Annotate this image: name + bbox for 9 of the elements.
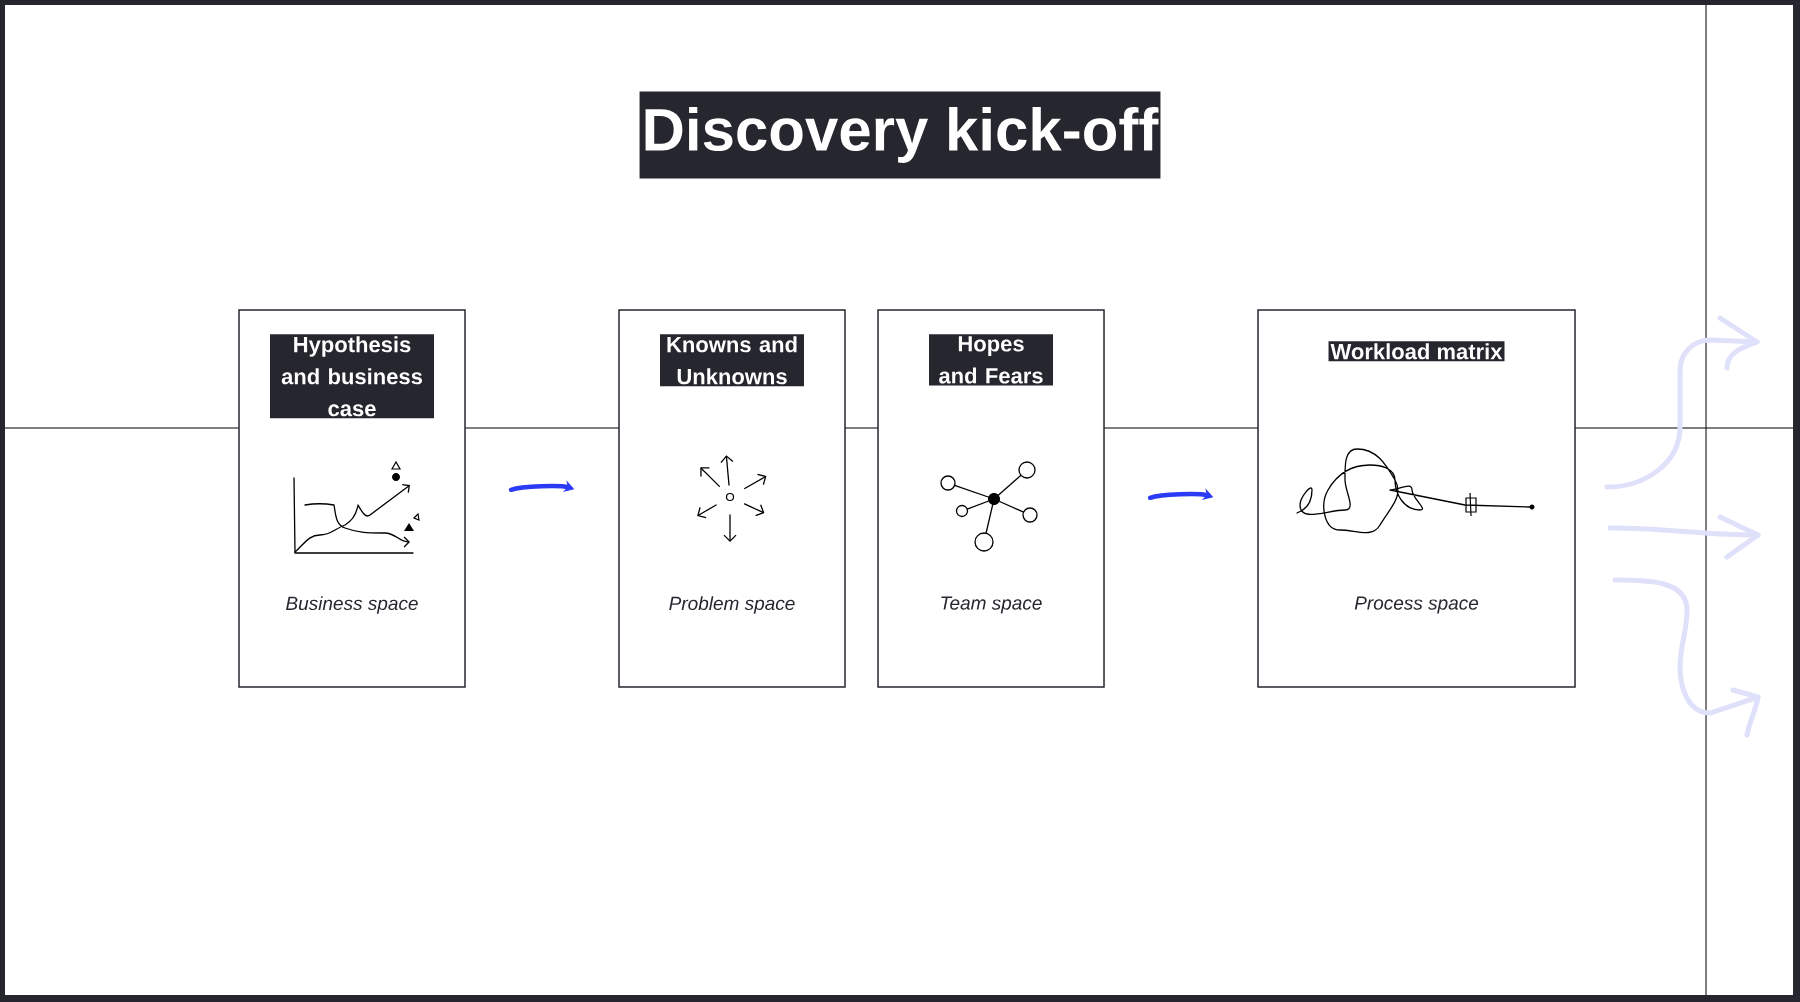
- card-heading: Workload matrix: [1328, 341, 1505, 362]
- card-heading: Hopes and Fears: [929, 334, 1053, 386]
- card-heading: Hypothesis and business case: [270, 334, 434, 419]
- card-caption: Business space: [286, 596, 418, 614]
- card-caption: Team space: [941, 596, 1042, 614]
- card-caption: Process space: [1354, 596, 1479, 614]
- card-caption: Problem space: [669, 596, 795, 614]
- title: Discovery kick-off: [639, 91, 1161, 179]
- card-heading: Knowns and Unknowns: [660, 334, 804, 387]
